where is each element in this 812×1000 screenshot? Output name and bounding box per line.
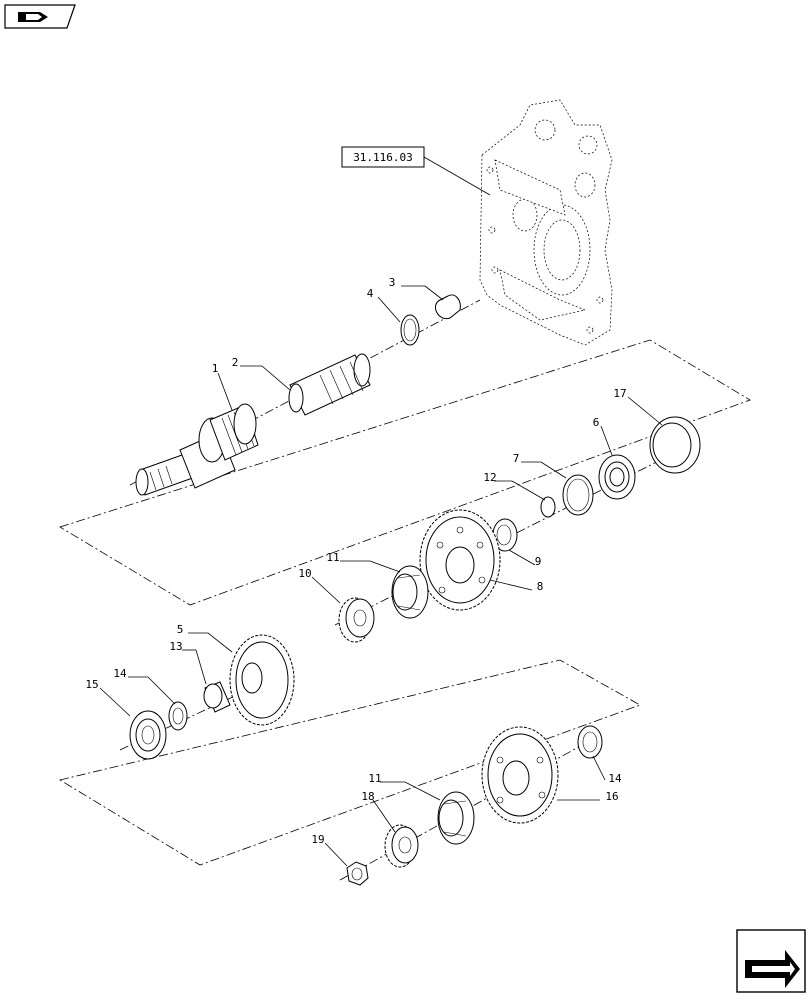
part-needle-bearing-11b <box>437 791 475 845</box>
part-needle-bearing-11a <box>391 565 429 619</box>
part-gear-16 <box>481 726 559 824</box>
book-arrow-icon <box>18 12 48 22</box>
callout-number-9[interactable]: 9 <box>535 555 542 568</box>
callout-number-14[interactable]: 14 <box>113 667 127 680</box>
callout-number-4[interactable]: 4 <box>367 287 374 300</box>
callout-number-13[interactable]: 13 <box>169 640 182 653</box>
callout-number-7[interactable]: 7 <box>513 452 520 465</box>
callout-number-11[interactable]: 11 <box>326 551 339 564</box>
callout-number-12[interactable]: 12 <box>483 471 496 484</box>
part-ring-17 <box>649 416 701 474</box>
part-gear-18 <box>384 824 419 868</box>
part-gear-5 <box>229 634 295 726</box>
nav-back-button[interactable] <box>4 4 76 29</box>
reference-label: 31.116.03 <box>353 151 413 164</box>
callout-number-14[interactable]: 14 <box>608 772 622 785</box>
callout-number-1[interactable]: 1 <box>212 362 219 375</box>
callout-number-19[interactable]: 19 <box>311 833 324 846</box>
part-washer-14a <box>168 701 188 731</box>
part-snap-ring-3 <box>400 314 420 346</box>
nav-next-button[interactable] <box>736 929 806 993</box>
part-clip-4 <box>435 294 461 320</box>
part-gear-8 <box>419 509 501 611</box>
part-washer-14b <box>577 725 603 759</box>
callout-number-17[interactable]: 17 <box>613 387 626 400</box>
arrow-next-icon <box>745 950 800 988</box>
part-bearing-15 <box>129 710 167 760</box>
upper-gear-centerline <box>334 439 701 626</box>
callout-number-11[interactable]: 11 <box>368 772 381 785</box>
part-gear-10 <box>338 597 375 643</box>
callout-number-8[interactable]: 8 <box>537 580 544 593</box>
lower-assembly-outline <box>58 659 641 866</box>
part-nut-19 <box>346 861 369 886</box>
reference-callout[interactable]: 31.116.03 <box>341 146 491 196</box>
part-bearing-6 <box>598 454 636 500</box>
part-ring-12 <box>540 496 556 518</box>
callout-number-6[interactable]: 6 <box>593 416 600 429</box>
callout-number-16[interactable]: 16 <box>605 790 618 803</box>
callout-number-5[interactable]: 5 <box>177 623 184 636</box>
part-snap-ring-7 <box>562 474 594 516</box>
shaft-centerline <box>129 299 481 486</box>
part-splined-shaft <box>288 353 371 416</box>
callout-number-18[interactable]: 18 <box>361 790 374 803</box>
callout-number-2[interactable]: 2 <box>232 356 239 369</box>
callout-number-15[interactable]: 15 <box>85 678 98 691</box>
part-bushing-13 <box>203 681 231 713</box>
leader-lines <box>99 285 663 867</box>
part-main-shaft <box>135 403 259 496</box>
callout-number-10[interactable]: 10 <box>298 567 311 580</box>
callout-number-3[interactable]: 3 <box>389 276 396 289</box>
transmission-housing <box>479 99 613 346</box>
upper-assembly-outline <box>59 339 751 606</box>
